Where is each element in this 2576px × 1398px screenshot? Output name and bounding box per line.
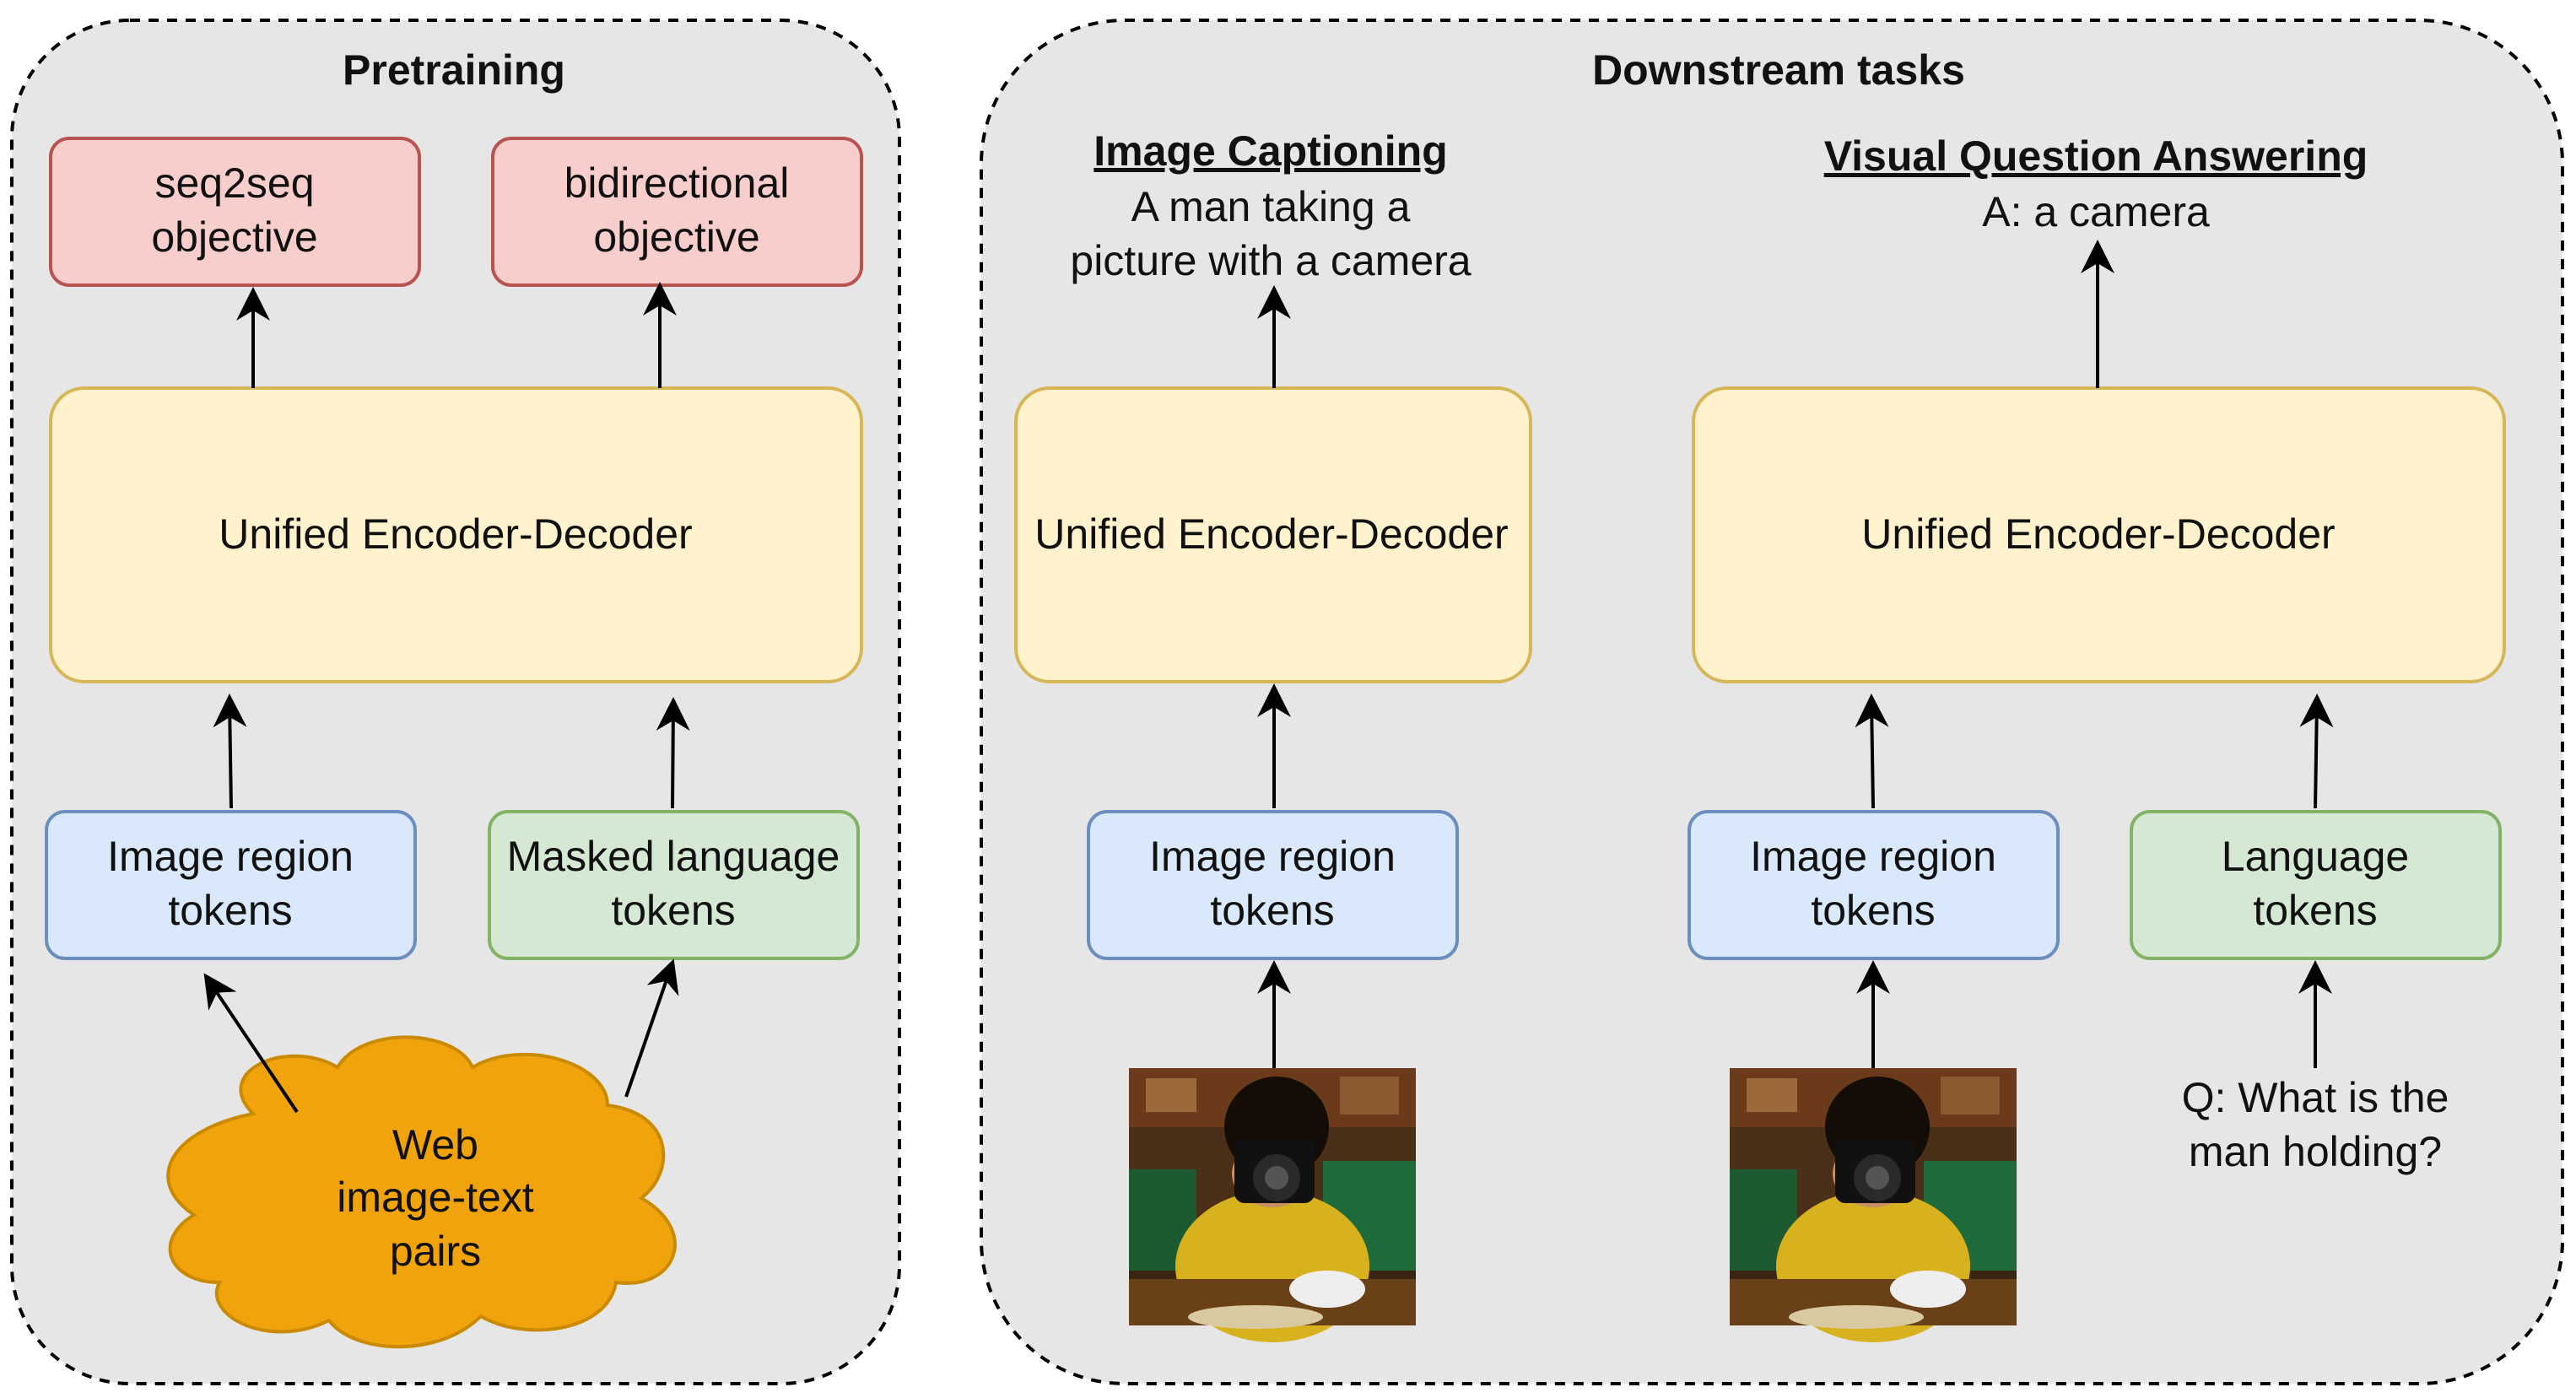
- downstream-panel: Downstream tasks Image Captioning A man …: [980, 19, 2564, 1385]
- camera-photo-icon: [1129, 1068, 1416, 1342]
- captioning-image-tokens-line2: tokens: [1210, 887, 1334, 934]
- captioning-output-line1: A man taking a: [1131, 183, 1411, 230]
- masked-language-tokens-box: [488, 810, 860, 960]
- bidirectional-objective-label-line1: bidirectional: [564, 159, 790, 207]
- vqa-question-line1: Q: What is the: [2182, 1074, 2449, 1121]
- pretraining-title: Pretraining: [343, 46, 565, 94]
- vqa-language-tokens-line2: tokens: [2253, 887, 2377, 934]
- vqa-input-photo: [1730, 1068, 2017, 1342]
- captioning-image-tokens-box: [1087, 810, 1459, 960]
- captioning-output-line2: picture with a camera: [1070, 237, 1471, 284]
- arrow-vqa-language-tokens-to-encoder: [2299, 694, 2334, 809]
- cloud-label-line1: Web: [392, 1121, 478, 1169]
- pretraining-encoder-label: Unified Encoder-Decoder: [219, 510, 692, 558]
- bidirectional-objective-label-line2: objective: [593, 213, 759, 261]
- downstream-title: Downstream tasks: [1592, 46, 1965, 94]
- vqa-answer: A: a camera: [1982, 188, 2210, 235]
- arrow-vqa-image-tokens-to-encoder: [1855, 694, 1889, 809]
- pretraining-encoder-box: [49, 386, 863, 683]
- arrow-language-tokens-to-encoder: [656, 697, 690, 809]
- cloud-label-line2: image-text: [337, 1174, 534, 1221]
- vqa-heading: Visual Question Answering: [1824, 132, 2368, 180]
- masked-language-tokens-line1: Masked language: [507, 833, 840, 880]
- captioning-encoder-label: Unified Encoder-Decoder: [1034, 510, 1508, 558]
- vqa-question-line2: man holding?: [2189, 1128, 2442, 1175]
- seq2seq-objective-label-line2: objective: [151, 213, 317, 261]
- pretraining-image-tokens-line1: Image region: [107, 833, 354, 880]
- arrow-cloud-to-image-tokens: [203, 973, 299, 1114]
- pretraining-panel: Pretraining seq2seq objective bidirectio…: [10, 19, 901, 1385]
- arrow-image-tokens-to-encoder: [213, 694, 247, 809]
- bidirectional-objective-box: [491, 137, 863, 287]
- seq2seq-objective-box: [49, 137, 421, 287]
- pretraining-image-tokens-line2: tokens: [168, 887, 292, 934]
- vqa-image-tokens-line1: Image region: [1750, 833, 1996, 880]
- vqa-language-tokens-box: [2130, 810, 2502, 960]
- vqa-encoder-label: Unified Encoder-Decoder: [1861, 510, 2335, 558]
- cloud-label-line3: pairs: [390, 1228, 481, 1275]
- vqa-image-tokens-line2: tokens: [1811, 887, 1935, 934]
- vqa-language-tokens-line1: Language: [2222, 833, 2409, 880]
- captioning-input-photo: [1129, 1068, 1416, 1342]
- masked-language-tokens-line2: tokens: [611, 887, 735, 934]
- web-image-text-cloud: [166, 1035, 677, 1349]
- arrow-cloud-to-language-tokens: [624, 958, 679, 1098]
- pretraining-image-tokens-box: [45, 810, 417, 960]
- vqa-image-tokens-box: [1688, 810, 2060, 960]
- seq2seq-objective-label-line1: seq2seq: [154, 159, 314, 207]
- captioning-image-tokens-line1: Image region: [1149, 833, 1396, 880]
- captioning-heading: Image Captioning: [1094, 127, 1447, 175]
